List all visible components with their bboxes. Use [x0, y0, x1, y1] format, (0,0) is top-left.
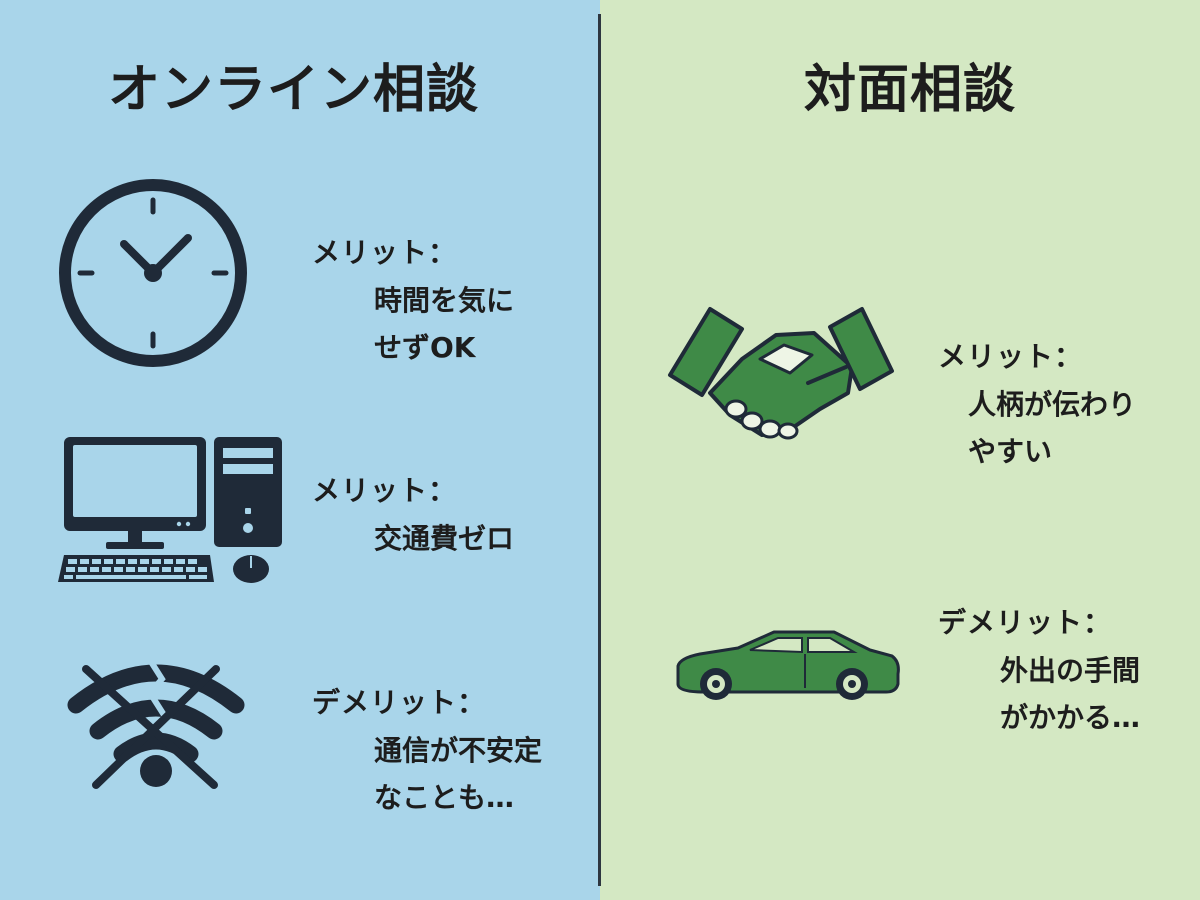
in-person-demerit-travel: デメリット： 外出の手間 がかかる…: [938, 606, 1140, 735]
desktop-computer-icon: [54, 434, 286, 586]
item-line: 交通費ゼロ: [374, 521, 515, 555]
in-person-consultation-title: 対面相談: [804, 60, 1017, 120]
broken-wifi-icon: [66, 653, 246, 793]
item-heading: メリット：: [312, 236, 458, 269]
item-heading: デメリット：: [312, 686, 487, 719]
item-line: 人柄が伝わり: [968, 387, 1137, 421]
item-heading: メリット：: [938, 340, 1084, 373]
online-demerit-connection: デメリット： 通信が不安定 なことも…: [312, 686, 542, 815]
in-person-consultation-panel: [600, 0, 1200, 900]
item-line: 時間を気に: [374, 283, 515, 317]
item-line: やすい: [968, 435, 1053, 469]
in-person-merit-personality: メリット： 人柄が伝わり やすい: [938, 340, 1136, 469]
car-icon: [674, 628, 904, 704]
online-merit-cost: メリット： 交通費ゼロ: [312, 474, 514, 555]
item-line: がかかる…: [1000, 701, 1141, 735]
item-heading: デメリット：: [938, 606, 1113, 639]
item-line: せずOK: [374, 331, 476, 365]
clock-icon: [56, 176, 250, 370]
handshake-icon: [664, 303, 896, 449]
item-line: 外出の手間: [1000, 653, 1141, 687]
center-divider: [598, 14, 601, 886]
online-consultation-title: オンライン相談: [108, 60, 480, 120]
item-heading: メリット：: [312, 474, 458, 507]
item-line: 通信が不安定: [374, 733, 543, 767]
item-line: なことも…: [374, 781, 515, 815]
online-merit-time: メリット： 時間を気に せずOK: [312, 236, 514, 365]
